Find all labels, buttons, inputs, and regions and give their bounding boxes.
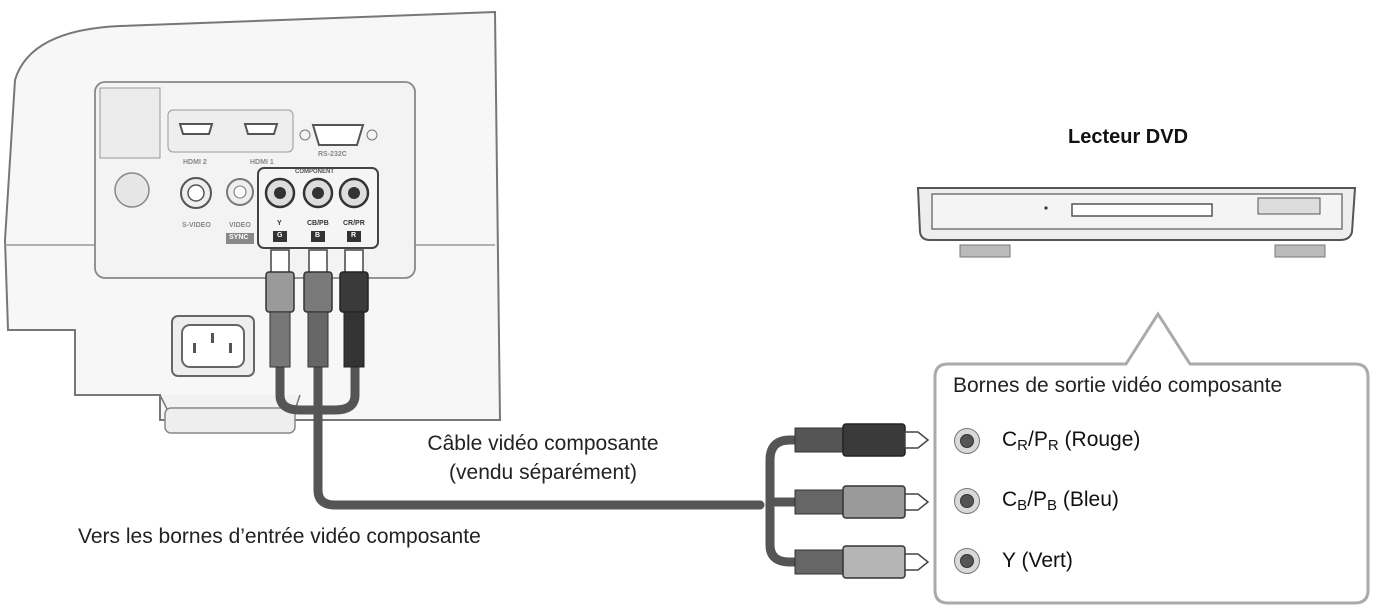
projector-plugs (265, 249, 369, 368)
svideo-label: S-VIDEO (182, 222, 211, 229)
plug-green-dvd (794, 545, 930, 579)
plug-green-projector (265, 249, 295, 368)
plug-blue-dvd (794, 485, 930, 519)
plug-blue-projector (303, 249, 333, 368)
output-row-text: CB/PB (Bleu) (1002, 488, 1119, 514)
dvd-player (916, 187, 1357, 258)
rca-jack-icon (954, 428, 980, 454)
output-row-text: Y (Vert) (1002, 549, 1073, 572)
g-label: G (277, 232, 283, 239)
output-terminals-title: Bornes de sortie vidéo composante (953, 374, 1283, 397)
hdmi2-label: HDMI 2 (183, 159, 207, 166)
input-terminals-label: Vers les bornes d’entrée vidéo composant… (78, 525, 481, 548)
rs232c-port (311, 124, 365, 146)
hdmi1-label: HDMI 1 (250, 159, 274, 166)
rs232c-label: RS-232C (318, 151, 347, 158)
y-label: Y (277, 220, 282, 227)
output-row-cr: CR/PR (Rouge) (954, 428, 1140, 454)
output-row-y: Y (Vert) (954, 548, 1073, 574)
component-jack-cr (338, 177, 370, 209)
rca-jack-icon (954, 548, 980, 574)
r-label: R (351, 232, 357, 239)
output-row-cb: CB/PB (Bleu) (954, 488, 1119, 514)
component-jack-cb (302, 177, 334, 209)
sync-label: SYNC (229, 234, 249, 241)
projector (3, 10, 502, 434)
hdmi1-port (243, 123, 279, 135)
component-label: COMPONENT (295, 169, 334, 175)
component-jack-y (264, 177, 296, 209)
output-terminals-callout (933, 311, 1370, 605)
cb-label: CB/PB (307, 220, 329, 227)
output-row-text: CR/PR (Rouge) (1002, 428, 1141, 454)
rca-jack-icon (954, 488, 980, 514)
dvd-plugs (794, 423, 930, 579)
b-label: B (315, 232, 321, 239)
plug-red-dvd (794, 423, 930, 457)
cable-label-line2: (vendu séparément) (449, 461, 637, 484)
hdmi2-port (178, 123, 214, 135)
video-label: VIDEO (229, 222, 251, 229)
cr-label: CR/PR (343, 220, 365, 227)
cable-label-line1: Câble vidéo composante (427, 432, 659, 455)
dvd-player-title: Lecteur DVD (1068, 126, 1189, 148)
plug-red-projector (339, 249, 369, 368)
